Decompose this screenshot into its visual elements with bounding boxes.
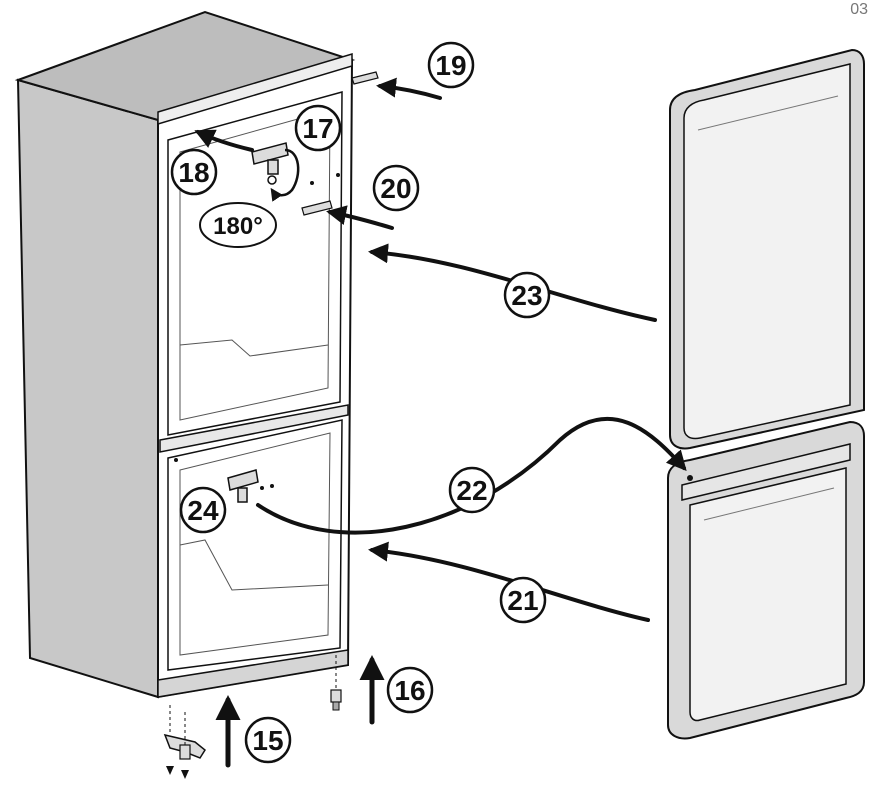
rotation-angle-label: 180° xyxy=(213,213,263,240)
arrow-20 xyxy=(326,205,394,230)
callout-23-label: 23 xyxy=(511,280,542,311)
callout-20: 20 xyxy=(372,164,420,212)
arrow-19 xyxy=(376,77,442,100)
callout-15: 15 xyxy=(244,716,292,764)
bottom-hinge-part xyxy=(163,705,206,779)
rotation-angle-badge: 180° xyxy=(199,202,277,248)
rotation-arrow xyxy=(270,148,300,202)
corner-page-mark: 03 xyxy=(850,1,868,18)
cabinet-side-panel xyxy=(16,78,159,699)
fridge-shelf-line xyxy=(179,339,329,357)
door-hinge-hole xyxy=(687,475,693,481)
callout-18: 18 xyxy=(170,148,218,196)
callout-17: 17 xyxy=(294,104,342,152)
callout-22: 22 xyxy=(448,466,496,514)
top-hinge-part xyxy=(251,142,289,185)
freezer-drawer-line xyxy=(179,539,329,591)
callout-16: 16 xyxy=(386,666,434,714)
hardware-parts xyxy=(163,71,379,779)
callout-24-label: 24 xyxy=(187,495,219,526)
callout-24: 24 xyxy=(179,486,227,534)
top-trim-strip xyxy=(157,52,353,126)
cabinet-plinth xyxy=(157,649,349,698)
callout-20-label: 20 xyxy=(380,173,411,204)
callout-21-label: 21 xyxy=(507,585,538,616)
lower-door xyxy=(667,420,865,740)
fridge-compartment-inner xyxy=(179,109,331,421)
callout-22-label: 22 xyxy=(456,475,487,506)
arrow-22 xyxy=(256,416,687,535)
upper-door xyxy=(669,48,865,450)
freezer-compartment xyxy=(167,419,343,671)
callout-17-label: 17 xyxy=(302,113,333,144)
callout-18-label: 18 xyxy=(178,157,209,188)
foot-screw-part xyxy=(330,655,342,711)
callout-19: 19 xyxy=(427,41,475,89)
fridge-compartment xyxy=(167,91,343,436)
screw-hole xyxy=(336,173,340,177)
hinge-pin-part xyxy=(351,71,379,85)
middle-hinge-part xyxy=(174,458,274,503)
compartment-divider xyxy=(159,404,349,453)
callout-15-label: 15 xyxy=(252,725,283,756)
callout-21: 21 xyxy=(499,576,547,624)
screw-hole xyxy=(310,181,314,185)
callout-19-label: 19 xyxy=(435,50,466,81)
callout-16-label: 16 xyxy=(394,675,425,706)
freezer-compartment-inner xyxy=(179,432,331,656)
arrow-18 xyxy=(194,129,254,152)
callout-23: 23 xyxy=(503,271,551,319)
